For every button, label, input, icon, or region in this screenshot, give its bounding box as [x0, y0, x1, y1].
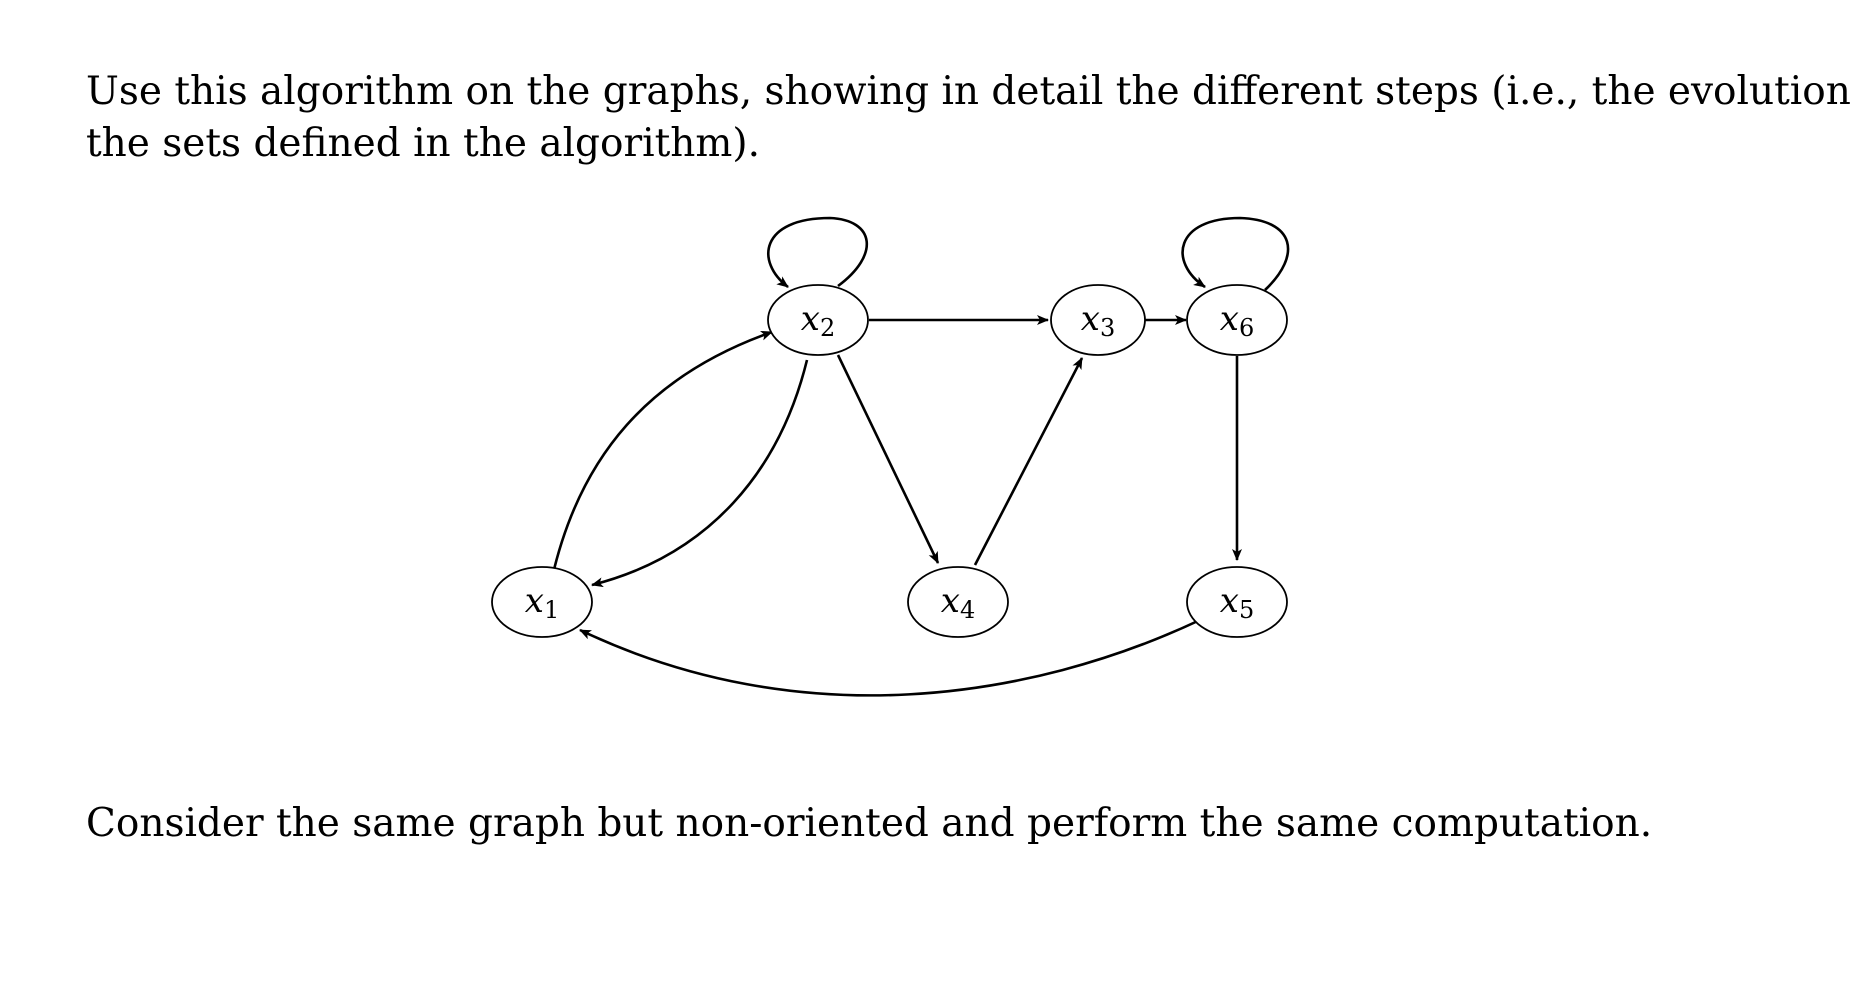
node-x4-var: x [941, 581, 960, 621]
node-x6: x6 [1186, 284, 1288, 356]
edge-x2-x2-loop [767, 216, 868, 289]
instruction-paragraph: Use this algorithm on the graphs, showin… [86, 66, 1852, 170]
edge-x4-x3 [973, 357, 1084, 566]
followup-line: Consider the same graph but non-oriented… [86, 801, 1653, 846]
instruction-line-1: Use this algorithm on the graphs, showin… [86, 69, 1852, 114]
svg-text:x3: x3 [1081, 299, 1115, 342]
node-x5: x5 [1186, 566, 1288, 638]
instruction-line-2: the sets defined in the algorithm). [86, 121, 760, 166]
node-x3-var: x [1081, 299, 1100, 339]
svg-text:x4: x4 [941, 581, 975, 624]
edge-x6-x6-loop [1181, 216, 1290, 291]
svg-text:x1: x1 [525, 581, 559, 624]
svg-text:x2: x2 [801, 299, 835, 342]
node-x5-sub: 5 [1239, 596, 1254, 624]
node-x6-sub: 6 [1239, 314, 1254, 342]
followup-paragraph: Consider the same graph but non-oriented… [86, 798, 1652, 850]
edge-x2-x4 [836, 354, 940, 564]
node-x4-sub: 4 [960, 596, 975, 624]
node-x2-var: x [801, 299, 820, 339]
node-x3-sub: 3 [1100, 314, 1115, 342]
node-x4: x4 [907, 566, 1009, 638]
svg-text:x5: x5 [1220, 581, 1254, 624]
edge-x1-x2 [550, 330, 773, 579]
node-x2-sub: 2 [820, 314, 835, 342]
edge-x2-x1 [591, 359, 809, 588]
svg-text:x6: x6 [1220, 299, 1254, 342]
edge-x5-x1 [579, 618, 1201, 697]
node-x2: x2 [767, 284, 869, 356]
node-x3: x3 [1050, 284, 1146, 356]
node-x5-var: x [1220, 581, 1239, 621]
node-x6-var: x [1220, 299, 1239, 339]
node-x1: x1 [491, 566, 593, 638]
node-x1-var: x [525, 581, 544, 621]
node-x1-sub: 1 [544, 596, 559, 624]
